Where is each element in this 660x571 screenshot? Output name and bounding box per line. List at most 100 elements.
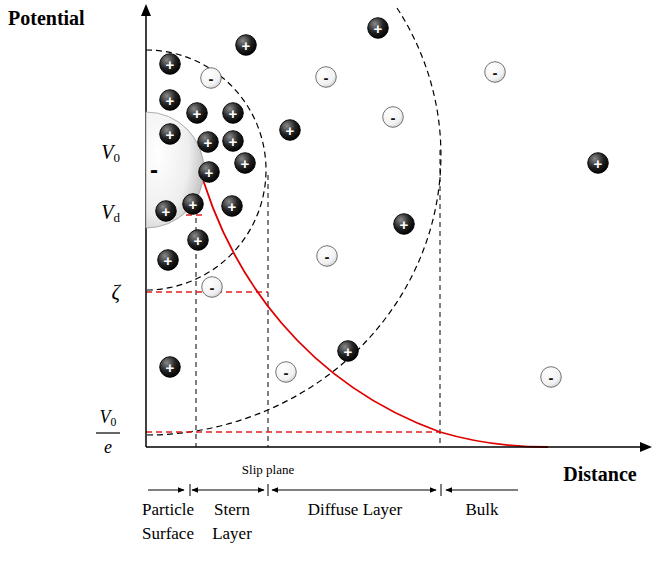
ion-circle: +: [159, 123, 181, 145]
ion-circle: +: [337, 340, 359, 362]
ion-charge-sign: +: [166, 57, 175, 72]
ion-charge-sign: -: [391, 110, 396, 125]
ion-circle: +: [159, 53, 181, 75]
slip-plane-line: [268, 175, 269, 447]
cation-body: [198, 132, 219, 153]
particle-body: [146, 112, 204, 228]
ion-charge-sign: -: [325, 249, 330, 264]
region-arrow: [272, 490, 436, 491]
fraction-bar: [96, 432, 120, 433]
cation-body: [223, 103, 244, 124]
ion-circle: -: [540, 366, 562, 388]
ion-charge-sign: +: [400, 217, 409, 232]
axis-title: Distance: [563, 462, 636, 486]
cation-body: [187, 103, 208, 124]
cation-body: [160, 90, 181, 111]
ion-circle: -: [382, 106, 404, 128]
ion-charge-sign: +: [374, 21, 383, 36]
ion-circle: -: [316, 245, 338, 267]
ion-charge-sign: +: [242, 38, 251, 53]
anion-body: [276, 362, 297, 383]
cation-body: [588, 153, 609, 174]
axis-arrowhead: [141, 4, 151, 16]
ion-circle: +: [235, 34, 257, 56]
ion-charge-sign: +: [193, 106, 202, 121]
cation-body: [199, 162, 220, 183]
ion-charge-sign: -: [209, 71, 214, 86]
ion-circle: +: [222, 102, 244, 124]
cation-body: [368, 18, 389, 39]
ion-circle: +: [155, 200, 177, 222]
surface-charge-sign: -: [150, 158, 158, 182]
ion-circle: +: [587, 152, 609, 174]
region-arrow: [148, 490, 184, 491]
ion-charge-sign: -: [284, 365, 289, 380]
region-arrow: [192, 490, 264, 491]
anion-body: [316, 67, 337, 88]
distance-axis: [146, 446, 642, 448]
stern-shell: [146, 50, 266, 290]
axis-arrowhead: [640, 442, 652, 452]
ion-charge-sign: +: [229, 106, 238, 121]
region-label: Particle Surface: [130, 498, 206, 546]
cation-body: [280, 120, 301, 141]
anion-body: [201, 68, 222, 89]
ion-charge-sign: -: [324, 70, 329, 85]
ion-charge-sign: +: [166, 93, 175, 108]
ion-circle: +: [186, 102, 208, 124]
ion-circle: +: [159, 89, 181, 111]
ion-circle: -: [484, 61, 506, 83]
anion-body: [202, 277, 223, 298]
ion-charge-sign: +: [594, 156, 603, 171]
ion-circle: +: [187, 229, 209, 251]
region-label: Diffuse Layer: [308, 498, 403, 522]
cation-body: [160, 124, 181, 145]
potential-symbol: V0: [101, 140, 120, 171]
ion-circle: +: [182, 193, 204, 215]
ion-charge-sign: -: [549, 370, 554, 385]
ion-circle: +: [157, 249, 179, 271]
ion-charge-sign: +: [286, 123, 295, 138]
potential-axis: [145, 14, 147, 447]
ion-circle: +: [198, 161, 220, 183]
ion-circle: +: [234, 152, 256, 174]
cation-body: [394, 214, 415, 235]
ion-circle: +: [197, 131, 219, 153]
ion-charge-sign: +: [344, 344, 353, 359]
fraction-numerator: V0: [100, 405, 117, 436]
ion-charge-sign: +: [194, 233, 203, 248]
cation-body: [236, 35, 257, 56]
ion-charge-sign: +: [241, 156, 250, 171]
cation-body: [223, 131, 244, 152]
cation-body: [222, 196, 243, 217]
anion-body: [541, 367, 562, 388]
region-tick: [441, 484, 442, 496]
ion-circle: +: [367, 17, 389, 39]
cation-body: [188, 230, 209, 251]
region-label: Stern Layer: [199, 498, 265, 546]
ion-circle: -: [200, 67, 222, 89]
slip-plane-label: Slip plane: [242, 458, 294, 482]
ion-charge-sign: +: [205, 165, 214, 180]
anion-body: [317, 246, 338, 267]
region-tick: [190, 484, 191, 496]
ion-circle: +: [393, 213, 415, 235]
ion-charge-sign: +: [229, 134, 238, 149]
ion-charge-sign: +: [162, 204, 171, 219]
ion-charge-sign: +: [228, 199, 237, 214]
anion-body: [383, 107, 404, 128]
ion-charge-sign: +: [204, 135, 213, 150]
ion-circle: +: [159, 356, 181, 378]
region-arrow: [446, 490, 518, 491]
diffuse-boundary: [440, 150, 441, 447]
ion-circle: +: [222, 130, 244, 152]
region-tick: [268, 484, 269, 496]
potential-symbol: Vd: [101, 200, 120, 231]
ion-circle: -: [275, 361, 297, 383]
cation-body: [160, 357, 181, 378]
anion-body: [485, 62, 506, 83]
diffuse-shell: [146, 8, 441, 435]
axis-title: Potential: [8, 6, 85, 30]
ion-charge-sign: -: [210, 280, 215, 295]
